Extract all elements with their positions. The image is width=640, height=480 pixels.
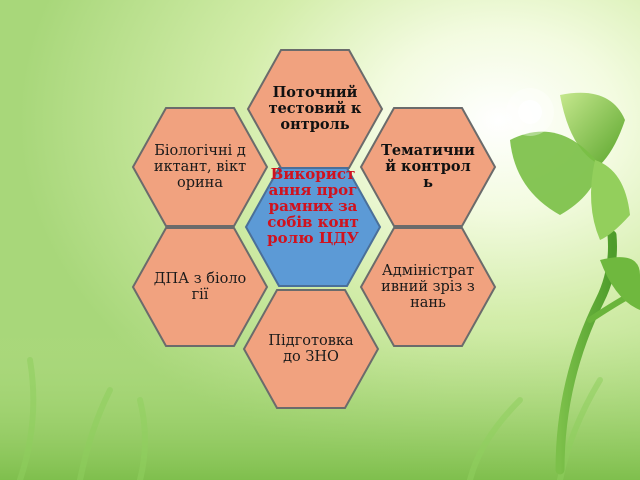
hex-upper-left-label: Біологічні диктант, вікторина (153, 143, 247, 191)
hex-top-label: Поточний тестовий контроль (268, 84, 362, 133)
hex-lower-left-label: ДПА з біології (153, 271, 247, 303)
hex-center: Використання програмних засобів контролю… (244, 166, 382, 288)
hex-bottom-label: Підготовка до ЗНО (268, 333, 354, 365)
hex-upper-right-label: Тематичний контроль (381, 142, 475, 191)
hex-upper-right-shape (359, 107, 497, 227)
hex-bottom: Підготовка до ЗНО (242, 288, 380, 410)
hex-top-shape (246, 49, 384, 169)
hex-center-shape (244, 167, 382, 287)
hex-upper-right: Тематичний контроль (359, 106, 497, 228)
hex-top: Поточний тестовий контроль (246, 48, 384, 170)
hex-upper-left: Біологічні диктант, вікторина (131, 106, 269, 228)
hex-lower-left-shape (131, 227, 269, 347)
hex-lower-right: Адміністративний зріз знань (359, 226, 497, 348)
hex-lower-right-shape (359, 227, 497, 347)
hex-bottom-shape (242, 289, 380, 409)
hex-lower-left: ДПА з біології (131, 226, 269, 348)
hex-lower-right-label: Адміністративний зріз знань (381, 263, 475, 311)
hex-upper-left-shape (131, 107, 269, 227)
hex-center-label: Використання програмних засобів контролю… (267, 166, 359, 247)
